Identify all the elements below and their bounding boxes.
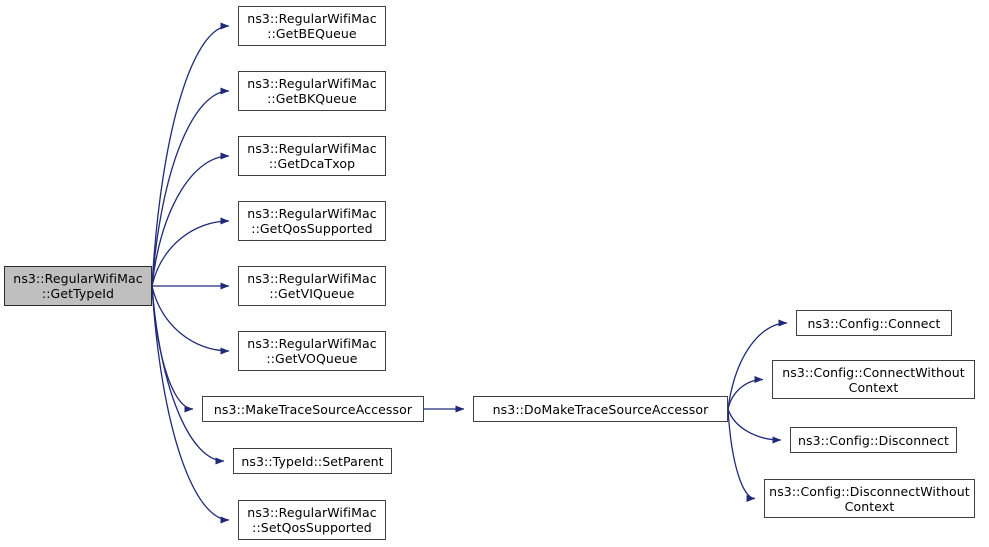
graph-edge [727, 376, 764, 410]
graph-node-label: ns3::MakeTraceSourceAccessor [213, 401, 413, 417]
graph-node[interactable]: ns3::RegularWifiMac ::GetQosSupported [238, 201, 386, 241]
graph-node[interactable]: ns3::Config::ConnectWithout Context [772, 360, 975, 399]
graph-edge [151, 217, 230, 287]
graph-node-label: ns3::RegularWifiMac ::GetTypeId [13, 271, 143, 301]
graph-edge [727, 408, 782, 444]
graph-edge [727, 408, 756, 502]
graph-node-label: ns3::RegularWifiMac ::SetQosSupported [247, 505, 377, 535]
graph-node-label: ns3::RegularWifiMac ::GetVIQueue [247, 271, 377, 301]
graph-node[interactable]: ns3::RegularWifiMac ::SetQosSupported [238, 500, 386, 540]
graph-node[interactable]: ns3::RegularWifiMac ::GetBKQueue [238, 71, 386, 111]
graph-node[interactable]: ns3::Config::Disconnect [790, 427, 957, 453]
graph-edge [151, 285, 225, 465]
graph-node-label: ns3::RegularWifiMac ::GetDcaTxop [247, 141, 377, 171]
graph-node-label: ns3::RegularWifiMac ::GetQosSupported [247, 206, 377, 236]
graph-node-label: ns3::DoMakeTraceSourceAccessor [492, 401, 709, 417]
graph-node[interactable]: ns3::Config::DisconnectWithout Context [764, 479, 975, 518]
graph-node-label: ns3::RegularWifiMac ::GetVOQueue [247, 336, 377, 366]
graph-node[interactable]: ns3::MakeTraceSourceAccessor [202, 396, 424, 422]
graph-edge [151, 285, 230, 355]
graph-node-root[interactable]: ns3::RegularWifiMac ::GetTypeId [4, 266, 152, 306]
graph-edge [151, 22, 230, 287]
graph-edge [151, 285, 194, 413]
graph-edge [151, 87, 230, 287]
graph-node-label: ns3::Config::Disconnect [797, 432, 950, 448]
graph-node[interactable]: ns3::RegularWifiMac ::GetVOQueue [238, 331, 386, 371]
graph-node-label: ns3::RegularWifiMac ::GetBKQueue [247, 76, 377, 106]
graph-node-label: ns3::Config::DisconnectWithout Context [769, 483, 970, 514]
graph-node-label: ns3::RegularWifiMac ::GetBEQueue [247, 11, 377, 41]
graph-node-label: ns3::TypeId::SetParent [241, 453, 384, 469]
graph-node[interactable]: ns3::TypeId::SetParent [233, 448, 392, 474]
graph-node-label: ns3::Config::ConnectWithout Context [782, 364, 965, 395]
graph-node[interactable]: ns3::RegularWifiMac ::GetDcaTxop [238, 136, 386, 176]
graph-node-label: ns3::Config::Connect [807, 315, 941, 331]
graph-node[interactable]: ns3::Config::Connect [796, 310, 952, 336]
graph-node[interactable]: ns3::RegularWifiMac ::GetBEQueue [238, 6, 386, 46]
graph-edge [151, 152, 230, 287]
graph-node[interactable]: ns3::RegularWifiMac ::GetVIQueue [238, 266, 386, 306]
graph-node[interactable]: ns3::DoMakeTraceSourceAccessor [473, 396, 728, 422]
